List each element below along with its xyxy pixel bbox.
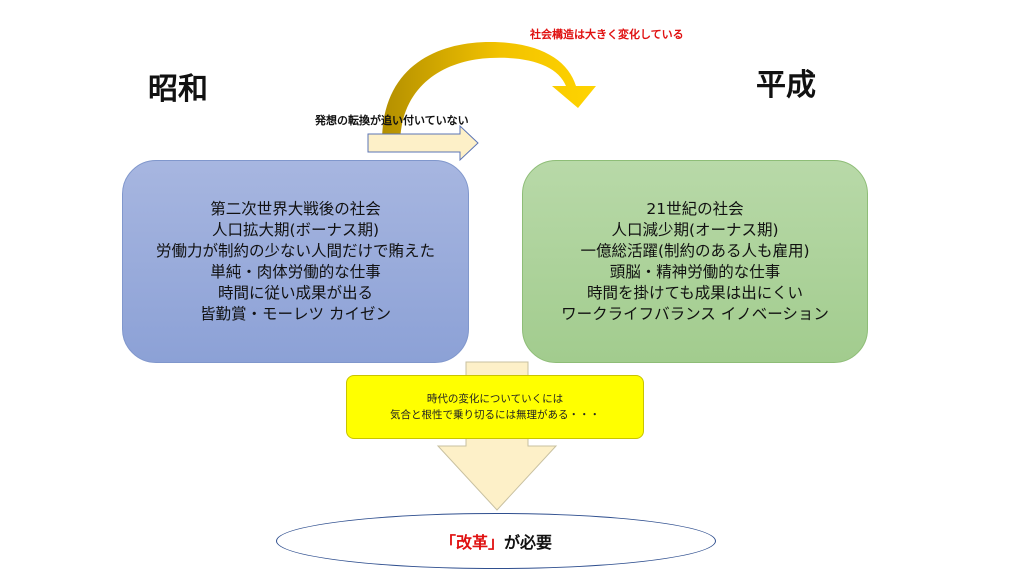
showa-line: 人口拡大期(ボーナス期) xyxy=(211,220,380,239)
heisei-line: 人口減少期(オーナス期) xyxy=(611,220,779,239)
showa-line: 第二次世界大戦後の社会 xyxy=(210,199,381,218)
conclusion-text: が必要 xyxy=(504,533,553,552)
conclusion-oval: 「改革」 が必要 xyxy=(276,513,716,569)
showa-line: 単純・肉体労働的な仕事 xyxy=(210,262,381,281)
showa-line: 時間に従い成果が出る xyxy=(217,283,373,302)
heisei-line: 時間を掛けても成果は出にくい xyxy=(587,283,803,302)
showa-line: 労働力が制約の少ない人間だけで賄えた xyxy=(155,241,435,260)
heisei-line: ワークライフバランス イノベーション xyxy=(561,304,829,323)
heisei-line: 一億総活躍(制約のある人も雇用) xyxy=(580,241,810,260)
transition-line: 時代の変化についていくには xyxy=(426,393,564,405)
heisei-line: 頭脳・精神労働的な仕事 xyxy=(609,262,781,281)
showa-line: 皆勤賞・モーレツ カイゼン xyxy=(200,304,391,323)
transition-line: 気合と根性で乗り切るには無理がある・・・ xyxy=(390,409,600,421)
showa-box: 第二次世界大戦後の社会 人口拡大期(ボーナス期) 労働力が制約の少ない人間だけで… xyxy=(122,160,469,363)
lag-label: 発想の転換が追い付いていない xyxy=(315,114,469,127)
change-label: 社会構造は大きく変化している xyxy=(530,28,684,41)
lag-arrow xyxy=(367,124,479,162)
curved-change-arrow xyxy=(382,42,596,142)
conclusion-highlight: 「改革」 xyxy=(439,533,504,552)
transition-box: 時代の変化についていくには 気合と根性で乗り切るには無理がある・・・ xyxy=(346,375,644,439)
heisei-line: 21世紀の社会 xyxy=(646,199,744,218)
era-title-showa: 昭和 xyxy=(148,72,208,107)
heisei-box: 21世紀の社会 人口減少期(オーナス期) 一億総活躍(制約のある人も雇用) 頭脳… xyxy=(522,160,868,363)
era-title-heisei: 平成 xyxy=(756,68,816,103)
